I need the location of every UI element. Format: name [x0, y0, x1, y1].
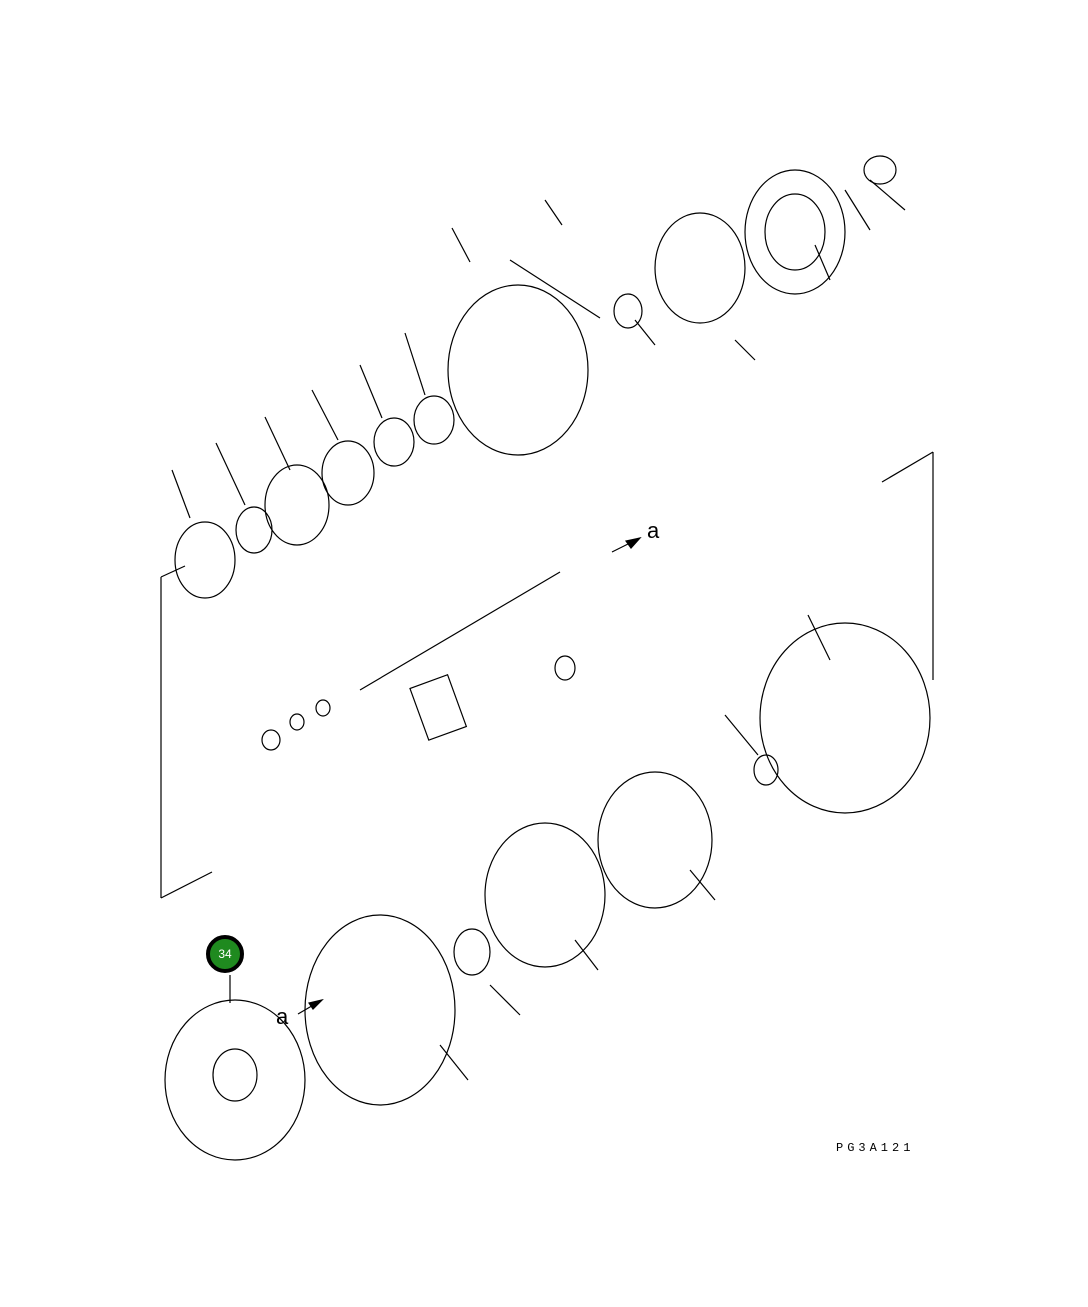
drawing-code: PG3A121: [836, 1141, 915, 1155]
leader-lines: [160, 179, 934, 1081]
callout-34[interactable]: 34: [206, 935, 244, 973]
connection-label-a-bottom: a: [276, 1004, 289, 1029]
connection-label-a-top: a: [647, 518, 660, 543]
arrow-icon: [624, 537, 642, 549]
arrow-icon: [308, 998, 324, 1010]
parts: [164, 155, 931, 1161]
